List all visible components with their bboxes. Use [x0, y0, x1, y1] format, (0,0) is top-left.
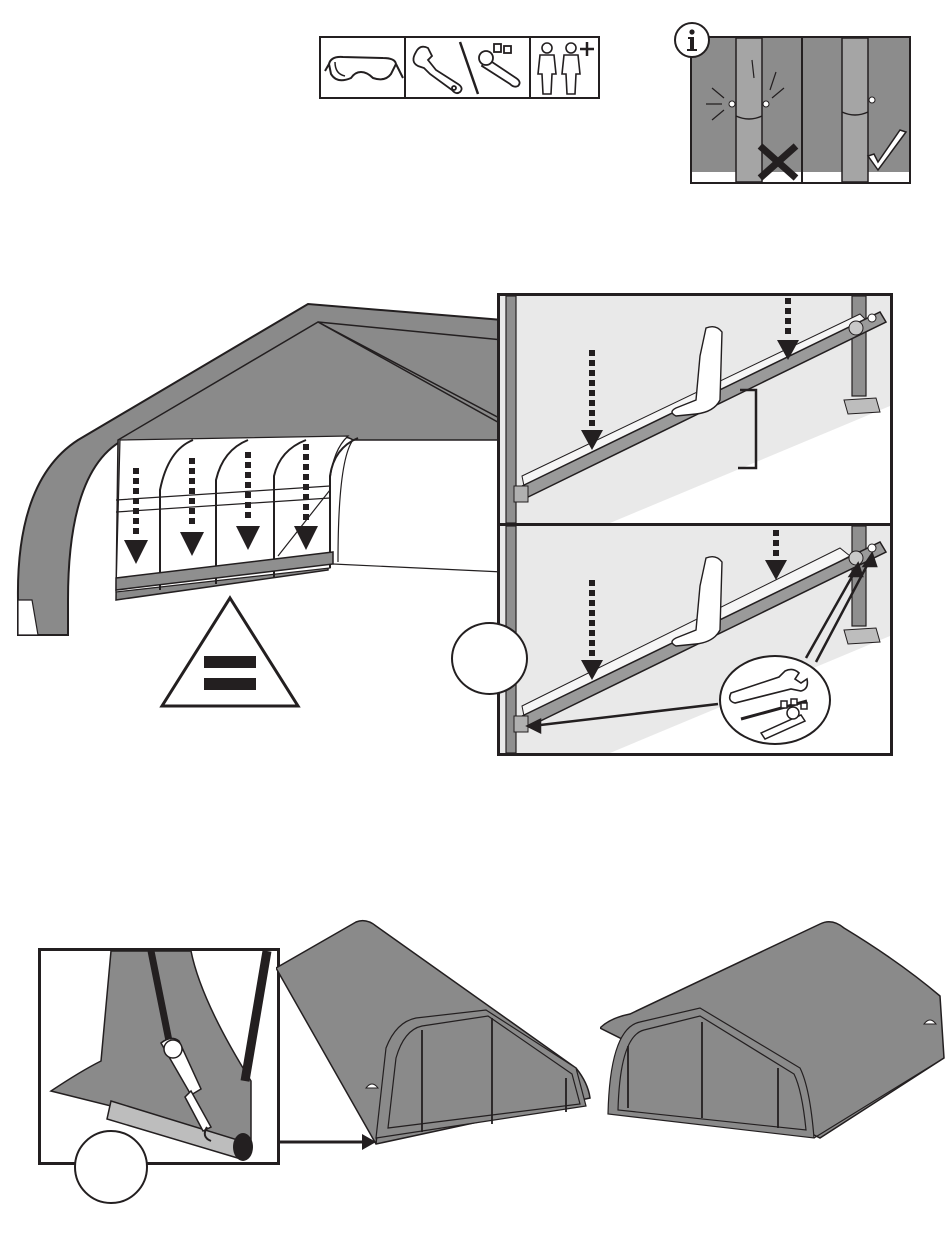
anchor-detail-panel	[38, 948, 280, 1165]
tighten-bolts-illustration	[500, 526, 890, 753]
tool-callout-circle	[719, 655, 831, 745]
safety-glasses-icon	[321, 38, 404, 97]
shelter-frame-illustration	[8, 300, 503, 710]
info-icon	[674, 22, 710, 58]
two-person-plus-icon	[531, 38, 598, 97]
equal-sign-triangle	[162, 598, 298, 706]
wrench-or-ratchet-icon	[721, 657, 829, 743]
detail-panel-top	[497, 293, 893, 526]
tools-cell	[406, 38, 531, 97]
shelter-left-illustration	[276, 918, 596, 1148]
two-person-cell	[531, 38, 598, 97]
step-number-circle	[451, 622, 528, 695]
step-number-circle-bottom	[74, 1130, 148, 1204]
detail-panel-bottom	[497, 523, 893, 756]
requirements-icon-strip	[319, 36, 600, 99]
shelter-right-illustration	[600, 918, 950, 1148]
info-comparison-box	[690, 36, 911, 184]
comparison-illustration	[692, 38, 909, 182]
ratchet-strap-illustration	[41, 951, 277, 1162]
hand-press-cover-illustration	[500, 296, 890, 523]
wrench-or-ratchet-icon	[406, 38, 529, 97]
safety-glasses-cell	[321, 38, 406, 97]
